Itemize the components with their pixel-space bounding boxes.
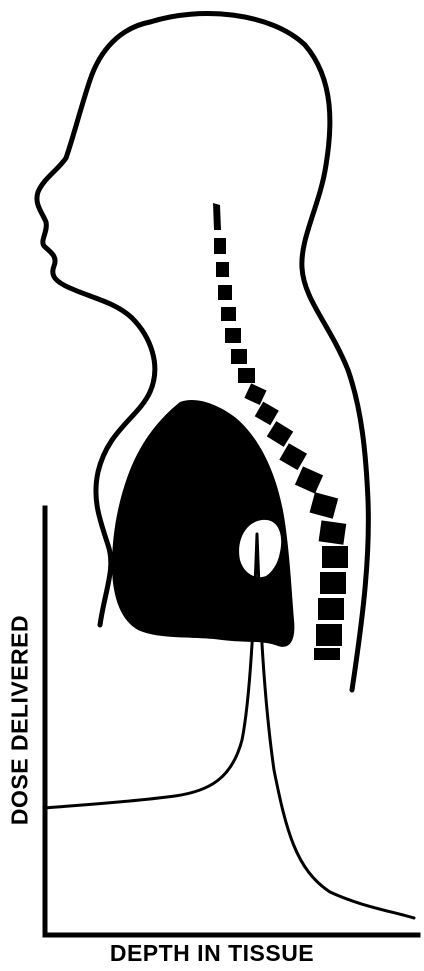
vertebra [238,368,255,383]
vertebra [320,572,346,594]
vertebra [319,520,347,544]
spine-top-vertebra [213,203,221,230]
x-axis-label: DEPTH IN TISSUE [0,940,424,967]
vertebra [295,466,323,493]
vertebra [218,285,232,300]
vertebra [221,307,236,321]
vertebra [322,546,348,568]
vertebra [255,402,279,426]
vertebra [216,262,229,277]
vertebra [318,598,344,620]
vertebra [279,443,307,470]
vertebra [225,328,241,343]
vertebra [310,492,339,518]
vertebra [231,349,247,364]
vertebra [214,238,226,254]
vertebra [267,421,293,447]
y-axis-label: DOSE DELIVERED [7,615,34,825]
vertebra [314,648,340,660]
vertebra [316,624,342,646]
